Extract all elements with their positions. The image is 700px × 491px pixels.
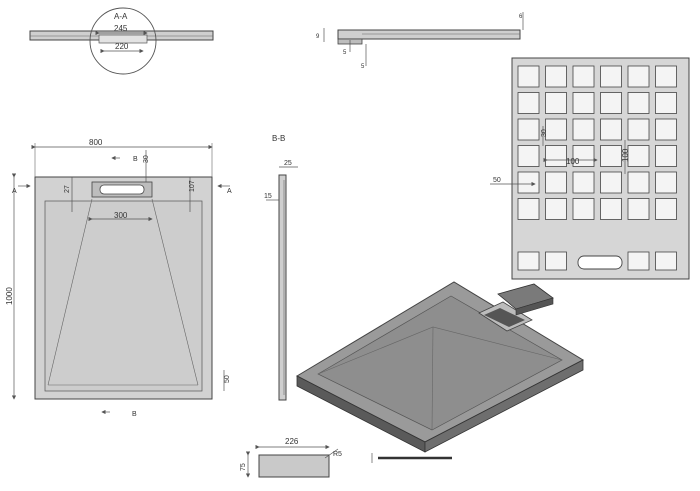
tray-basin: [44, 200, 203, 392]
underside-cell: [545, 118, 567, 141]
dim-width-800: 800: [89, 138, 103, 147]
underside-cell: [545, 198, 567, 220]
underside-cell: [572, 118, 595, 141]
underside-cell: [627, 92, 650, 114]
grate-dim-75: 75: [240, 463, 247, 471]
grate-detail-view: 226 75 R5: [240, 437, 452, 478]
section-bb-dim-a: 25: [284, 160, 292, 167]
dim-height-1000: 1000: [5, 287, 14, 305]
underside-cell: [545, 171, 567, 194]
underside-cell: [517, 65, 540, 88]
underside-cell: [517, 118, 540, 141]
underside-cell: [545, 65, 567, 88]
section-aa-dim-inner: 220: [115, 42, 129, 51]
marker-a-left: A: [12, 188, 17, 195]
detail-circle: [89, 7, 157, 75]
section-aa-view: A-A 245 220: [29, 7, 214, 75]
underside-cell: [545, 251, 567, 271]
marker-b-bottom: B: [132, 411, 137, 418]
marker-a-right: A: [227, 188, 232, 195]
underside-cell: [572, 92, 595, 114]
underside-cell: [655, 65, 677, 88]
underside-cell: [600, 92, 622, 114]
section-aa-title: A-A: [114, 12, 128, 21]
side-profile-body: [337, 29, 521, 40]
side-profile-dim-left-a: 9: [316, 34, 320, 40]
dim-bottom-50: 50: [224, 375, 231, 383]
underside-cell: [655, 198, 677, 220]
underside-cell: [572, 198, 595, 220]
side-profile-dim-right: 6: [519, 14, 523, 20]
section-bb-profile: [278, 174, 287, 401]
section-bb-title: B-B: [272, 134, 285, 143]
underside-cell: [655, 251, 677, 271]
underside-dim-pitch-y: 100: [621, 148, 630, 162]
underside-cell: [655, 145, 677, 167]
dim-right-107: 107: [189, 180, 196, 192]
grate-dim-226: 226: [285, 437, 299, 446]
underside-cell: [600, 198, 622, 220]
underside-cell: [627, 171, 650, 194]
underside-cell: [517, 251, 540, 271]
underside-dim-50: 50: [493, 177, 501, 184]
iso-tray-side-right: [424, 359, 584, 453]
underside-cell: [655, 171, 677, 194]
underside-cell: [517, 171, 540, 194]
underside-drain-hole: [577, 255, 623, 270]
side-profile-dim-bottom: 5: [361, 64, 365, 70]
underside-cell: [655, 92, 677, 114]
underside-cell: [545, 92, 567, 114]
dim-left-27: 27: [64, 185, 71, 193]
section-bb-view: B-B 25 15: [264, 134, 298, 401]
grate-dim-r5: R5: [333, 451, 342, 458]
isometric-view: [295, 281, 585, 453]
underside-cell: [517, 92, 540, 114]
top-plan-view: 800 1000 300 30 27 107 50 A A B B: [5, 138, 232, 418]
iso-drain-slot: [484, 308, 525, 327]
underside-cell: [545, 145, 567, 167]
underside-cell: [517, 198, 540, 220]
underside-cell: [627, 198, 650, 220]
underside-cell: [600, 145, 622, 167]
underside-cell: [627, 65, 650, 88]
underside-cell: [627, 145, 650, 167]
dim-grate-300: 300: [114, 211, 128, 220]
underside-cell: [572, 171, 595, 194]
grate-detail-body: [258, 454, 330, 478]
underside-view: 30 100 100 50: [490, 57, 690, 280]
underside-rib-grid: [517, 65, 677, 271]
dim-drain-30: 30: [143, 155, 150, 163]
underside-cell: [517, 145, 540, 167]
section-aa-dim-outer: 245: [114, 24, 128, 33]
underside-dim-30: 30: [541, 129, 548, 137]
side-profile-view: 9 5 5 6: [316, 12, 524, 70]
underside-cell: [655, 118, 677, 141]
underside-cell: [600, 65, 622, 88]
drain-slot: [99, 184, 145, 195]
underside-cell: [627, 251, 650, 271]
underside-cell: [600, 171, 622, 194]
underside-dim-pitch-x: 100: [566, 157, 580, 166]
slope-lines: [47, 198, 199, 386]
underside-cell: [600, 118, 622, 141]
section-bb-dim-b: 15: [264, 193, 272, 200]
marker-b-top: B: [133, 156, 138, 163]
underside-cell: [627, 118, 650, 141]
underside-outline: [511, 57, 690, 280]
side-profile-dim-left-b: 5: [343, 50, 347, 56]
underside-cell: [572, 65, 595, 88]
